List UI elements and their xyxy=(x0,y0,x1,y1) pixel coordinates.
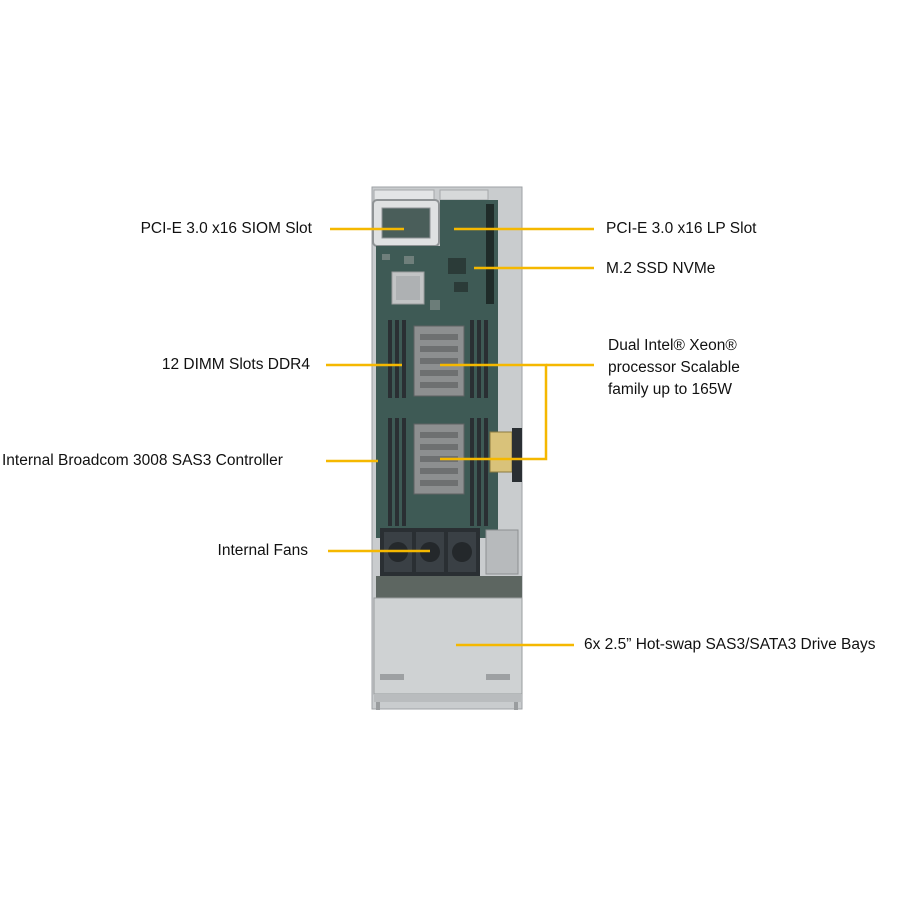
label-siom-slot: PCI-E 3.0 x16 SIOM Slot xyxy=(140,220,312,237)
label-sas-controller: Internal Broadcom 3008 SAS3 Controller xyxy=(2,452,283,469)
label-cpu-line3: family up to 165W xyxy=(608,381,733,398)
cpu-heatsink-1 xyxy=(413,325,465,397)
label-internal-fans: Internal Fans xyxy=(217,542,308,559)
label-cpu-line1: Dual Intel® Xeon® xyxy=(608,337,737,354)
label-dimm-slots: 12 DIMM Slots DDR4 xyxy=(161,356,310,373)
label-cpu-line2: processor Scalable xyxy=(608,359,740,376)
label-cpu: Dual Intel® Xeon® processor Scalable fam… xyxy=(608,335,740,401)
drive-bay-cage xyxy=(373,597,523,702)
leader-cpu xyxy=(440,363,548,461)
label-m2-ssd: M.2 SSD NVMe xyxy=(606,260,716,277)
dimm-slot-group xyxy=(388,320,488,526)
backplane xyxy=(376,576,522,598)
label-drive-bays: 6x 2.5” Hot-swap SAS3/SATA3 Drive Bays xyxy=(584,636,876,653)
leader-lines xyxy=(326,227,594,647)
label-lp-slot: PCI-E 3.0 x16 LP Slot xyxy=(606,220,757,237)
power-cable xyxy=(489,428,522,482)
